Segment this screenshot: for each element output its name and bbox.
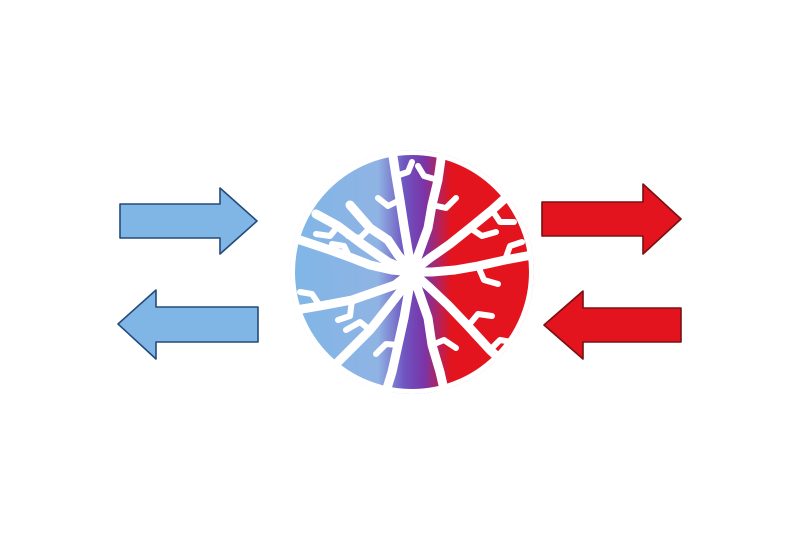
- cold-in-arrow-icon: [119, 187, 258, 255]
- heat-exchange-disc-icon: [290, 150, 534, 394]
- cold-out-arrow-icon: [117, 289, 259, 360]
- hot-in-arrow-icon: [543, 290, 682, 360]
- hot-out-arrow-icon: [541, 183, 682, 255]
- cold-arrows-group: [117, 187, 259, 360]
- hot-arrows-group: [541, 183, 682, 360]
